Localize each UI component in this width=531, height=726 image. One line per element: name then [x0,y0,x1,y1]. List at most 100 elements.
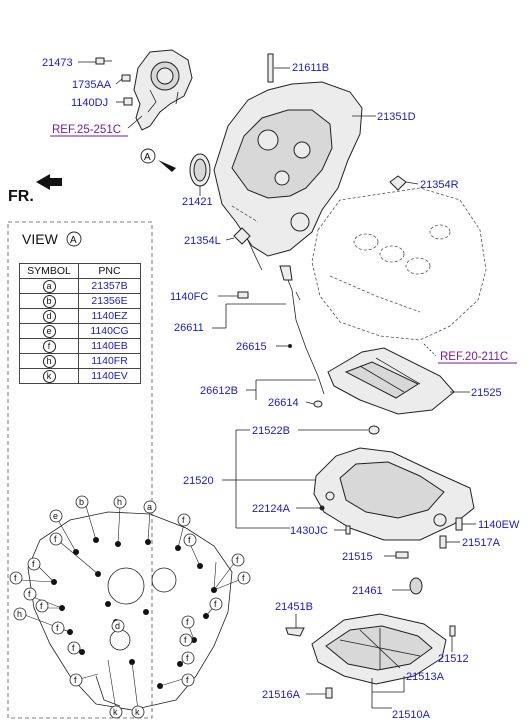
callout-d: d [111,619,125,633]
svg-text:f: f [184,635,187,645]
label-21473: 21473 [42,57,73,69]
bolt-1140EW [455,517,463,531]
callout-f: f [69,673,83,687]
svg-text:f: f [74,675,77,685]
callout-f: f [51,621,65,635]
table-header-pnc: PNC [78,263,141,279]
table-row: h 1140FR [19,353,141,369]
label-21421: 21421 [182,196,213,208]
view-a-marker [140,148,156,164]
label-1140FC: 1140FC [170,291,208,303]
dowel-21611B [267,53,274,83]
label-21461: 21461 [352,585,383,597]
callout-k: k [109,705,123,719]
bolt-21517A [439,535,447,549]
gasket-21354L [233,227,251,245]
callout-f: f [177,513,191,527]
engine-block-reference-drawing [231,187,487,341]
callout-f: f [183,533,197,547]
pnc-cell: 21357B [78,278,141,294]
timing-chain-cover-drawing [213,81,363,271]
drain-plug-21516A [325,687,333,699]
svg-text:a: a [147,502,152,512]
label-26612B: 26612B [200,385,238,397]
label-21516A: 21516A [262,689,301,701]
svg-text:f: f [236,555,239,565]
label-1140DJ: 1140DJ [71,97,108,109]
pnc-cell: 1140FR [78,353,141,369]
svg-text:f: f [182,515,185,525]
svg-text:f: f [186,675,189,685]
callout-f: f [9,571,23,585]
callout-f: f [237,571,251,585]
callout-f: f [35,599,49,613]
symbol-badge: a [42,279,56,293]
callout-e: e [49,509,63,523]
label-21517A: 21517A [462,537,501,549]
symbol-badge: k [42,369,56,383]
svg-text:f: f [14,573,17,583]
bolt-21473 [95,57,112,65]
svg-text:b: b [79,497,84,507]
view-a-cover-outline [27,511,233,711]
label-26614: 26614 [268,397,299,409]
bolt-1140DJ [123,97,133,106]
svg-text:f: f [188,535,191,545]
label-21451B: 21451B [275,601,313,613]
o-ring-26614 [313,400,323,408]
callout-a: a [143,500,157,514]
svg-text:f: f [72,643,75,653]
svg-text:h: h [117,497,122,507]
table-row: a 21357B [19,278,141,294]
upper-oil-pan-21520 [313,447,475,541]
front-direction-arrow [36,174,62,190]
symbol-badge: e [42,324,56,338]
reference-20-211C: REF.20-211C [440,351,508,363]
svg-text:f: f [242,573,245,583]
table-row: e 1140CG [19,323,141,339]
label-21510A: 21510A [392,709,431,721]
plug-21461 [409,577,423,595]
svg-text:f: f [186,617,189,627]
gasket-21522B [368,425,380,435]
pnc-cell: 1140EV [78,368,141,384]
label-21354L: 21354L [184,235,221,247]
label-1735AA: 1735AA [72,79,112,91]
label-26615: 26615 [236,341,267,353]
callout-f: f [179,633,193,647]
svg-text:k: k [135,707,140,717]
symbol-badge: d [42,309,56,323]
oil-level-gauge-drawing [279,265,325,395]
pnc-cell: 1140EB [78,338,141,354]
svg-text:f: f [214,599,217,609]
label-21525: 21525 [471,387,502,399]
table-row: k 1140EV [19,368,141,384]
callout-f: f [27,557,41,571]
label-21520: 21520 [183,475,214,487]
oil-seal-21421 [189,153,211,187]
bolt-1140FC [237,291,249,299]
svg-text:f: f [56,623,59,633]
view-a-callout-leaders [19,505,245,711]
table-row: d 1140EZ [19,308,141,324]
label-1140EW: 1140EW [478,519,520,531]
callout-f: f [231,553,245,567]
symbol-badge: b [42,294,56,308]
view-a-symbol-table: SYMBOL PNC a 21357B b 21356E d 1140EZ e … [19,263,141,384]
view-title: VIEW [22,231,59,247]
callout-f: f [67,641,81,655]
pnc-cell: 1140EZ [78,308,141,324]
gasket-21354R [389,175,407,191]
pnc-cell: 1140CG [78,323,141,339]
callout-f: f [23,587,37,601]
bolt-1735AA [121,74,131,82]
view-a-callouts: b h a e f f f f f f f f f f h f d f f f … [9,495,251,719]
label-21513A: 21513A [406,671,445,683]
lower-oil-pan-21510A [311,613,447,685]
svg-text:f: f [28,589,31,599]
callout-f: f [181,615,195,629]
svg-text:f: f [40,601,43,611]
label-21354R: 21354R [420,179,459,191]
svg-text:k: k [113,707,118,717]
